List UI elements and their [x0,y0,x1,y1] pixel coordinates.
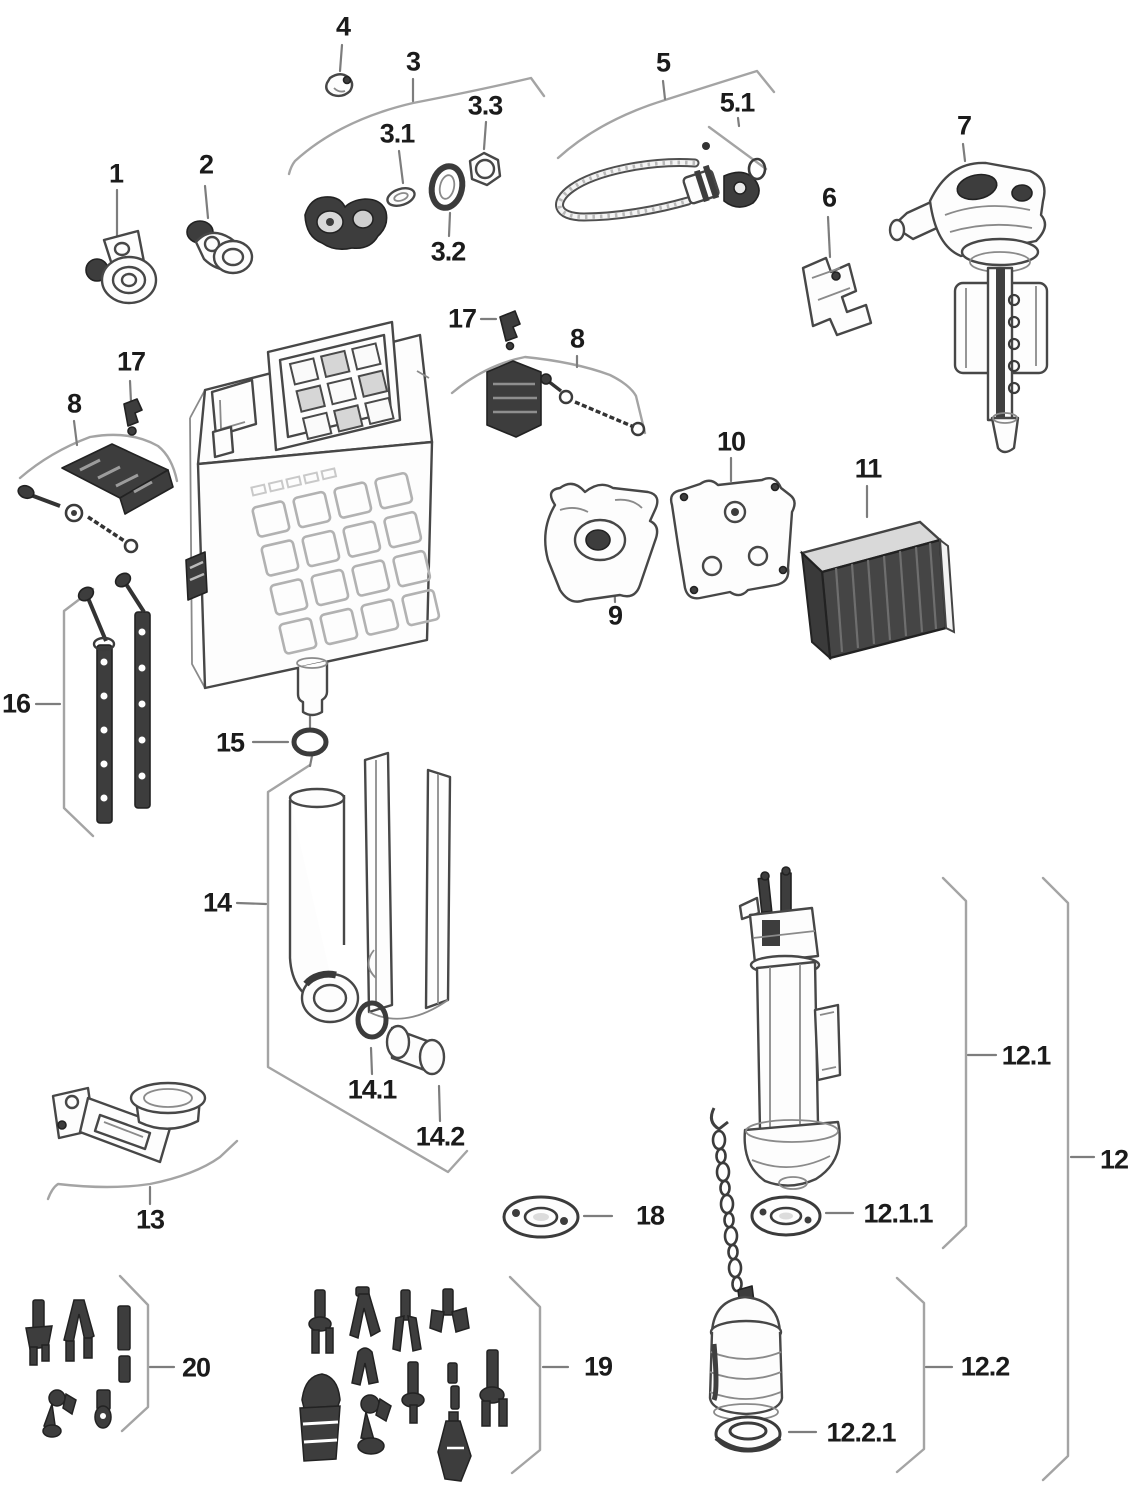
part-1-drawing [85,229,158,305]
part-label-1: 1 [108,158,124,189]
part-12-2-1-drawing [714,1415,782,1453]
part-label-16: 16 [1,688,31,719]
part-11-drawing [799,520,956,661]
group-19-parts-drawing [299,1286,508,1482]
part-label-19: 19 [583,1351,613,1382]
group-20-parts-drawing [25,1299,131,1438]
chain-drawing [709,1107,743,1293]
bracket-group-8-left [18,433,179,483]
part-14-1-drawing [355,1000,389,1040]
part-label-12.1: 12.1 [1001,1040,1052,1071]
part-label-12: 12 [1099,1144,1129,1175]
bracket-group-12-1 [941,876,968,1250]
part-3-2-drawing [428,163,466,211]
part-label-7: 7 [956,110,972,141]
part-label-12.2: 12.2 [960,1351,1011,1382]
part-label-4: 4 [335,11,351,42]
bracket-group-19 [508,1275,542,1475]
bracket-group-12-2 [895,1276,926,1474]
part-8-right-drawing [486,360,646,438]
part-14-2-drawing [385,1024,446,1076]
part-label-10: 10 [716,426,746,457]
part-label-12.1.1: 12.1.1 [863,1198,933,1229]
part-12-1-drawing [738,866,842,1190]
part-14-drawing [288,751,452,1024]
cistern-tank-drawing [185,320,441,717]
bracket-group-14 [266,763,469,1174]
part-13-drawing [51,1081,207,1164]
part-8-left-drawing [17,443,174,554]
part-label-9: 9 [607,600,623,631]
part-label-13: 13 [135,1204,165,1235]
part-6-drawing [801,256,873,337]
part-18-drawing [502,1195,580,1239]
part-label-18: 18 [635,1200,665,1231]
bracket-group-8-right [450,355,647,435]
part-15-drawing [291,727,329,757]
part-label-15: 15 [215,727,245,758]
part-2-drawing [186,220,254,275]
part-7-drawing [888,161,1049,454]
part-label-14.2: 14.2 [415,1121,466,1152]
part-10-drawing [669,477,796,600]
bracket-group-5-1 [707,125,768,171]
part-9-drawing [544,482,659,603]
bracket-group-16 [62,587,95,838]
part-3-3-drawing [468,151,502,187]
part-label-3: 3 [405,46,421,77]
part-label-17-right: 17 [447,303,477,334]
part-label-5.1: 5.1 [719,87,756,118]
bracket-group-20 [118,1274,150,1433]
part-label-2: 2 [198,149,214,180]
bracket-group-12 [1041,876,1070,1482]
part-label-11: 11 [854,453,883,484]
part-3-1-drawing [386,187,416,207]
leader-lines [34,43,1096,1434]
part-17-left-drawing [123,398,143,436]
part-label-20: 20 [181,1352,211,1383]
part-label-17-left: 17 [116,346,146,377]
part-17-right-drawing [499,310,521,351]
bracket-group-3 [287,76,546,176]
part-label-5: 5 [655,47,671,78]
part-label-14: 14 [202,887,232,918]
part-label-6: 6 [821,182,837,213]
part-5-drawing [555,142,767,222]
part-label-8-left: 8 [66,388,82,419]
part-12-2-drawing [708,1285,784,1421]
part-16-drawing [77,572,151,824]
part-label-3.1: 3.1 [379,118,416,149]
part-label-12.2.1: 12.2.1 [826,1417,896,1448]
part-label-8-right: 8 [569,323,585,354]
part-3-drawing [304,196,388,250]
part-4-drawing [325,73,354,98]
part-label-14.1: 14.1 [347,1074,398,1105]
part-12-1-1-drawing [750,1195,822,1237]
part-label-3.3: 3.3 [467,90,504,121]
bracket-group-13 [46,1139,239,1201]
part-label-3.2: 3.2 [430,236,467,267]
